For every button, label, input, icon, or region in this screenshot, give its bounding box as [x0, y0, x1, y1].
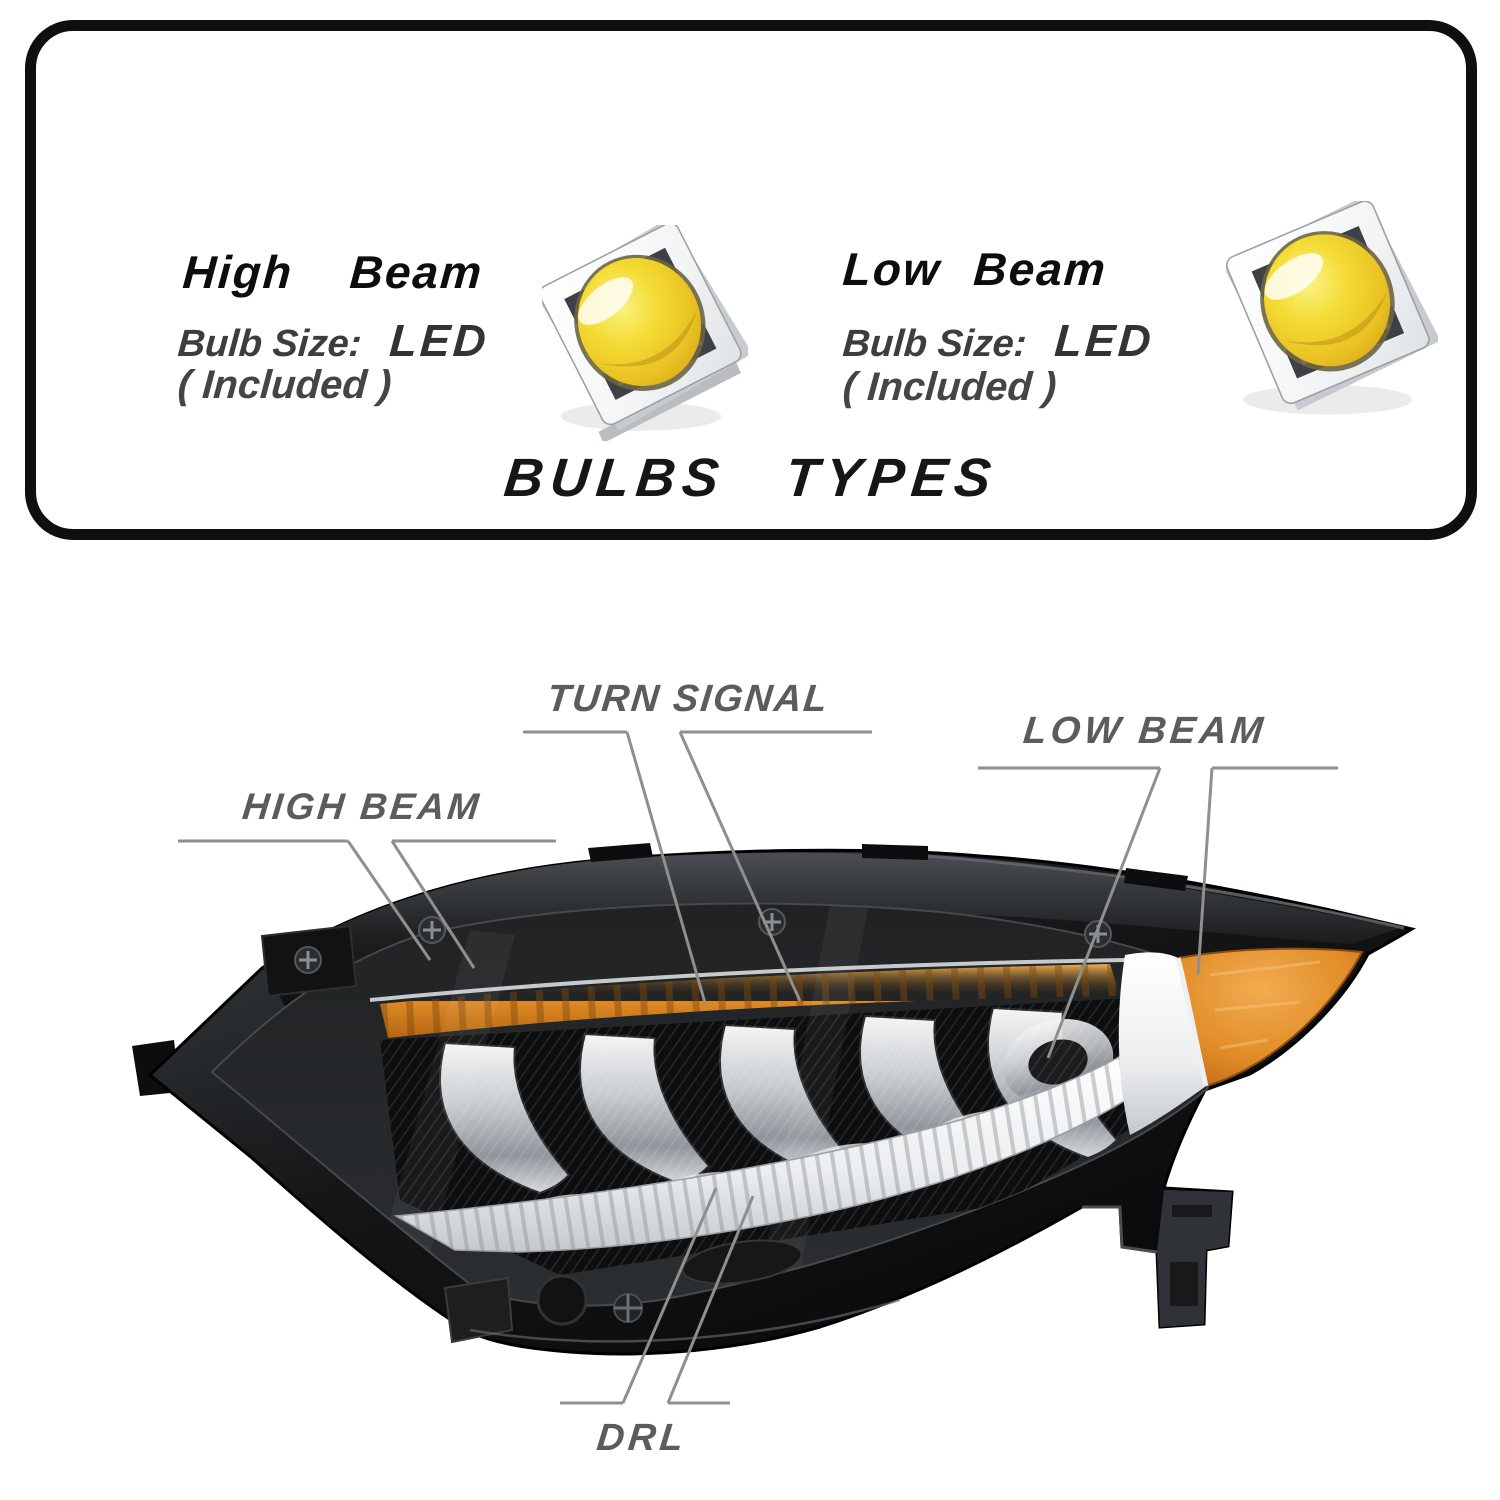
drl-leader-line: [560, 1187, 755, 1405]
led-chip-icon: [1226, 201, 1438, 415]
headlight-top-cover: [262, 852, 1400, 1030]
low-beam-label: LOW BEAM: [1021, 710, 1269, 752]
screw: [1084, 920, 1112, 948]
turn-signal-label: TURN SIGNAL: [545, 678, 832, 720]
screw: [418, 916, 446, 944]
bulbs-types-panel: High Beam Bulb Size:LED ( Included ) Low…: [25, 20, 1477, 540]
drl-label: DRL: [594, 1417, 690, 1459]
screw: [758, 908, 786, 936]
lower-housing-panel: [443, 1239, 901, 1344]
high-beam-leader-line: [178, 839, 556, 969]
top-bracket: [260, 924, 358, 998]
high-beam-label: HIGH BEAM: [240, 786, 484, 827]
headlight-lens: [210, 902, 1364, 1344]
led-chip-icon: [542, 225, 748, 441]
turn-signal-leader-line: [523, 730, 872, 1004]
low-beam-leader-line: [978, 766, 1338, 1059]
mounting-bracket: [1082, 1190, 1232, 1327]
corner-chrome-trim: [1118, 952, 1206, 1135]
